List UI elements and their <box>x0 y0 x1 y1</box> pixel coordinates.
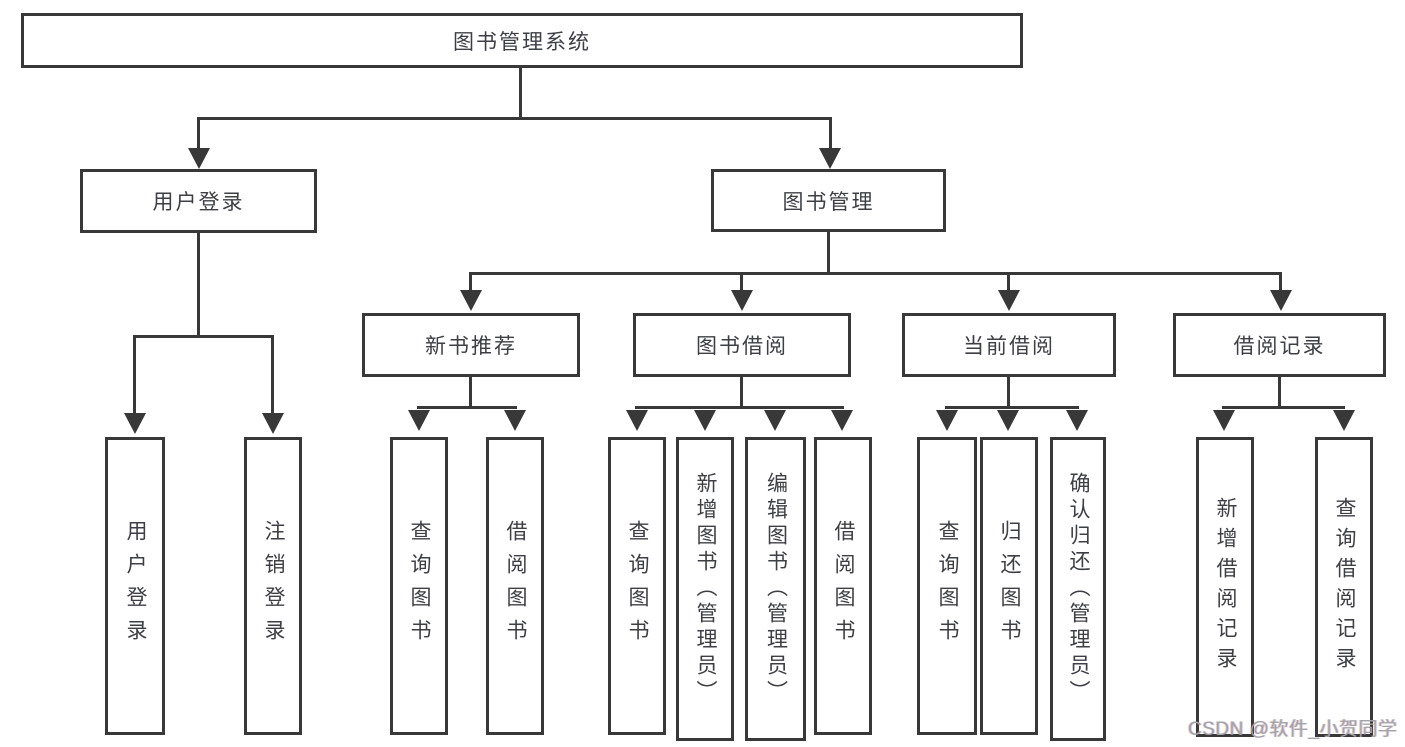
arrow-down-icon <box>460 290 482 311</box>
arrow-down-icon <box>1213 410 1235 431</box>
leaf-current-query-book-label: 查询图书 <box>936 520 959 652</box>
node-borrow-record: 借阅记录 <box>1173 313 1386 377</box>
node-new-book-recommend-label: 新书推荐 <box>425 335 517 358</box>
connector-line <box>133 335 274 338</box>
leaf-recommend-query-book-label: 查询图书 <box>408 520 431 652</box>
arrow-down-icon <box>188 148 210 169</box>
leaf-logout: 注销登录 <box>244 437 302 735</box>
leaf-borrow-query-book: 查询图书 <box>608 437 666 735</box>
connector-line <box>829 117 832 151</box>
leaf-query-borrow-record: 查询借阅记录 <box>1315 437 1373 737</box>
leaf-add-borrow-record-label: 新增借阅记录 <box>1214 497 1237 677</box>
leaf-recommend-borrow-book: 借阅图书 <box>486 437 544 735</box>
leaf-user-login-label: 用户登录 <box>124 520 147 652</box>
node-user-login: 用户登录 <box>80 169 317 233</box>
leaf-recommend-query-book: 查询图书 <box>390 437 448 735</box>
arrow-down-icon <box>831 410 853 431</box>
arrow-down-icon <box>124 413 146 434</box>
connector-line <box>469 377 472 409</box>
node-book-management-label: 图书管理 <box>782 190 875 214</box>
leaf-return-book: 归还图书 <box>980 437 1038 735</box>
connector-line <box>469 272 472 292</box>
connector-line <box>1222 406 1345 409</box>
connector-line <box>1279 272 1282 292</box>
node-current-borrow-label: 当前借阅 <box>963 335 1055 358</box>
arrow-down-icon <box>626 410 648 431</box>
connector-line <box>827 232 830 272</box>
connector-line <box>740 377 743 409</box>
leaf-borrow-query-book-label: 查询图书 <box>626 520 649 652</box>
arrow-down-icon <box>504 410 526 431</box>
connector-line <box>197 117 832 120</box>
node-book-management: 图书管理 <box>711 169 946 232</box>
connector-line <box>740 272 743 292</box>
arrow-down-icon <box>262 413 284 434</box>
arrow-down-icon <box>997 410 1019 431</box>
connector-line <box>469 272 1282 275</box>
node-current-borrow: 当前借阅 <box>902 313 1116 377</box>
node-user-login-label: 用户登录 <box>152 191 245 214</box>
node-root: 图书管理系统 <box>21 13 1023 68</box>
arrow-down-icon <box>731 290 753 311</box>
connector-line <box>635 406 844 409</box>
arrow-down-icon <box>998 290 1020 311</box>
connector-line <box>1278 377 1281 409</box>
leaf-recommend-borrow-book-label: 借阅图书 <box>504 520 527 652</box>
leaf-borrow-borrow-book: 借阅图书 <box>814 437 872 735</box>
leaf-current-query-book: 查询图书 <box>917 437 977 735</box>
connector-line <box>945 406 1079 409</box>
leaf-confirm-return-admin: 确认归还（管理员） <box>1050 437 1106 741</box>
leaf-user-login: 用户登录 <box>105 437 165 735</box>
arrow-down-icon <box>1270 290 1292 311</box>
arrow-down-icon <box>1333 410 1355 431</box>
arrow-down-icon <box>694 410 716 431</box>
connector-line <box>133 335 136 415</box>
connector-line <box>271 335 274 415</box>
leaf-add-borrow-record: 新增借阅记录 <box>1196 437 1254 737</box>
leaf-borrow-borrow-book-label: 借阅图书 <box>832 520 855 652</box>
arrow-down-icon <box>936 410 958 431</box>
node-new-book-recommend: 新书推荐 <box>362 313 580 377</box>
leaf-edit-book-admin-label: 编辑图书（管理员） <box>764 472 788 706</box>
connector-line <box>197 117 200 151</box>
connector-line <box>1007 377 1010 409</box>
node-root-label: 图书管理系统 <box>453 30 591 54</box>
connector-line <box>1007 272 1010 292</box>
connector-line <box>197 233 200 335</box>
node-book-borrow: 图书借阅 <box>633 313 851 377</box>
node-book-borrow-label: 图书借阅 <box>696 335 788 358</box>
arrow-down-icon <box>764 410 786 431</box>
leaf-edit-book-admin: 编辑图书（管理员） <box>745 437 806 741</box>
leaf-add-book-admin-label: 新增图书（管理员） <box>694 472 717 706</box>
csdn-watermark: CSDN @软件_小贺同学 <box>1188 719 1398 740</box>
arrow-down-icon <box>408 410 430 431</box>
arrow-down-icon <box>1066 410 1088 431</box>
leaf-confirm-return-admin-label: 确认归还（管理员） <box>1067 472 1090 706</box>
leaf-add-book-admin: 新增图书（管理员） <box>676 437 734 741</box>
arrow-down-icon <box>819 148 841 169</box>
leaf-query-borrow-record-label: 查询借阅记录 <box>1333 497 1356 677</box>
connector-line <box>519 68 522 117</box>
connector-line <box>417 406 517 409</box>
leaf-logout-label: 注销登录 <box>262 520 285 652</box>
node-borrow-record-label: 借阅记录 <box>1233 335 1326 358</box>
leaf-return-book-label: 归还图书 <box>998 520 1021 652</box>
